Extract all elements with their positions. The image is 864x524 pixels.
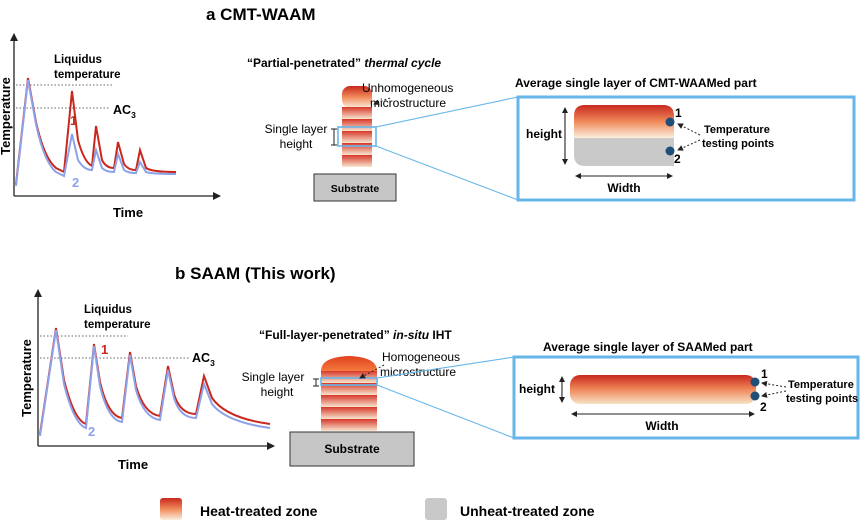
chart-a-curve-2-label: 2 — [72, 175, 79, 190]
chart-a-liquidus-label-2: temperature — [54, 69, 120, 81]
section-a-deposit: Substrate — [313, 86, 397, 202]
detail-a-height-label: height — [526, 127, 562, 141]
section-b-zoom-line-top — [376, 356, 515, 379]
deposit-b-top-layer — [321, 356, 377, 371]
substrate-a-label: Substrate — [331, 183, 380, 195]
chart-a-curve-2 — [15, 79, 177, 187]
legend-heat-label: Heat-treated zone — [200, 503, 318, 519]
detail-a-testing-label: Temperature — [704, 124, 770, 136]
deposit-b-layer — [321, 395, 377, 407]
section-b-micro-label: Homogeneous — [382, 350, 460, 364]
substrate-b — [289, 431, 415, 467]
detail-a-testing-point-1 — [665, 117, 675, 127]
chart-a-xlabel: Time — [113, 205, 143, 220]
detail-a-testing-label-2: testing points — [702, 138, 774, 150]
deposit-b-layer — [321, 419, 377, 431]
deposit-b-layer — [321, 383, 377, 395]
deposit-a-layer — [342, 131, 372, 143]
detail-b-width-label: Width — [645, 419, 678, 433]
detail-b-testing-point-1 — [750, 377, 760, 387]
deposit-a-layer — [342, 143, 372, 155]
detail-b-height-label: height — [519, 382, 555, 396]
deposit-b-layer — [321, 407, 377, 419]
detail-a-point-2-label: 2 — [674, 152, 681, 166]
section-a-zoom-line-bottom — [375, 145, 519, 201]
section-a-title: a CMT-WAAM — [206, 5, 316, 24]
detail-a-testing-arrow-1 — [677, 123, 701, 136]
detail-a-heated-zone — [574, 105, 674, 138]
detail-b-point-1-label: 1 — [761, 367, 768, 381]
section-b-detail-title: Average single layer of SAAMed part — [543, 340, 753, 354]
detail-b-point-2-label: 2 — [760, 400, 767, 414]
detail-b-testing-arrow-1 — [761, 380, 787, 388]
chart-a-liquidus-label: Liquidus — [54, 54, 102, 66]
chart-b: Temperature Time Liquidus temperature AC… — [19, 289, 275, 472]
legend-unheat-label: Unheat-treated zone — [460, 503, 595, 519]
deposit-a-layer — [342, 107, 372, 119]
section-a-layer-label: Single layer — [265, 122, 328, 136]
chart-a-curve-1-label: 1 — [70, 113, 77, 128]
substrate-a — [313, 173, 397, 202]
detail-a-width-label: Width — [607, 181, 640, 195]
section-a-micro-label-2: microstructure — [370, 96, 446, 110]
chart-a-ac3-label: AC3 — [113, 103, 136, 120]
substrate-b-label: Substrate — [324, 442, 380, 456]
chart-b-xlabel: Time — [118, 457, 148, 472]
chart-a-curve-1 — [15, 77, 177, 185]
detail-b-heated-zone — [570, 375, 756, 404]
section-b-micro-arrow — [359, 364, 385, 379]
section-b-cycle-title: “Full-layer-penetrated” in-situ IHT — [259, 328, 452, 342]
detail-a-testing-point-2 — [665, 146, 675, 156]
deposit-b-highlight-box — [320, 377, 378, 386]
detail-a-frame — [516, 95, 856, 202]
section-b-layer-label: Single layer — [242, 370, 305, 384]
section-a-micro-arrow — [373, 97, 391, 106]
chart-b-curve-2-label: 2 — [88, 424, 95, 439]
section-a-micro-label: Unhomogeneous — [362, 81, 453, 95]
deposit-a-layer — [342, 155, 372, 167]
deposit-a-top-layer — [342, 86, 372, 108]
detail-b-testing-point-2 — [750, 391, 760, 401]
section-a-layer-label-2: height — [280, 137, 313, 151]
chart-b-curve-2 — [39, 329, 271, 437]
chart-b-curve-1 — [39, 327, 271, 435]
deposit-a-layer — [342, 119, 372, 131]
chart-b-curve-1-label: 1 — [101, 342, 108, 357]
chart-b-liquidus-label-2: temperature — [84, 319, 150, 331]
chart-a: Temperature Time Liquidus temperature AC… — [0, 33, 221, 220]
detail-a-testing-arrow-2 — [677, 139, 701, 151]
deposit-a-highlight-box — [337, 126, 377, 147]
section-a-zoom-line-top — [375, 96, 519, 128]
detail-a-unheated-zone — [574, 138, 674, 166]
legend-heat-swatch — [160, 498, 182, 520]
legend-unheat-swatch — [425, 498, 447, 520]
chart-b-liquidus-label: Liquidus — [84, 304, 132, 316]
section-b-zoom-line-bottom — [376, 384, 515, 439]
chart-b-ac3-label: AC3 — [192, 351, 215, 368]
section-b-layer-label-2: height — [261, 385, 294, 399]
detail-b-testing-arrow-2 — [761, 390, 787, 398]
chart-b-ylabel: Temperature — [19, 339, 34, 417]
section-a-detail-title: Average single layer of CMT-WAAMed part — [515, 76, 757, 90]
chart-a-ylabel: Temperature — [0, 77, 13, 155]
detail-b-testing-label: Temperature — [788, 379, 854, 391]
section-a-detail-panel: height Width 1 2 Temperature testing poi… — [516, 95, 856, 202]
detail-b-testing-label-2: testing points — [786, 393, 858, 405]
section-a-cycle-title: “Partial-penetrated” thermal cycle — [247, 56, 441, 70]
detail-a-point-1-label: 1 — [675, 106, 682, 120]
section-b-title: b SAAM (This work) — [175, 264, 336, 283]
legend: Heat-treated zone Unheat-treated zone — [160, 498, 595, 520]
section-b-deposit: Substrate — [289, 356, 415, 467]
section-b-detail-panel: height Width 1 2 Temperature testing poi… — [512, 355, 860, 440]
